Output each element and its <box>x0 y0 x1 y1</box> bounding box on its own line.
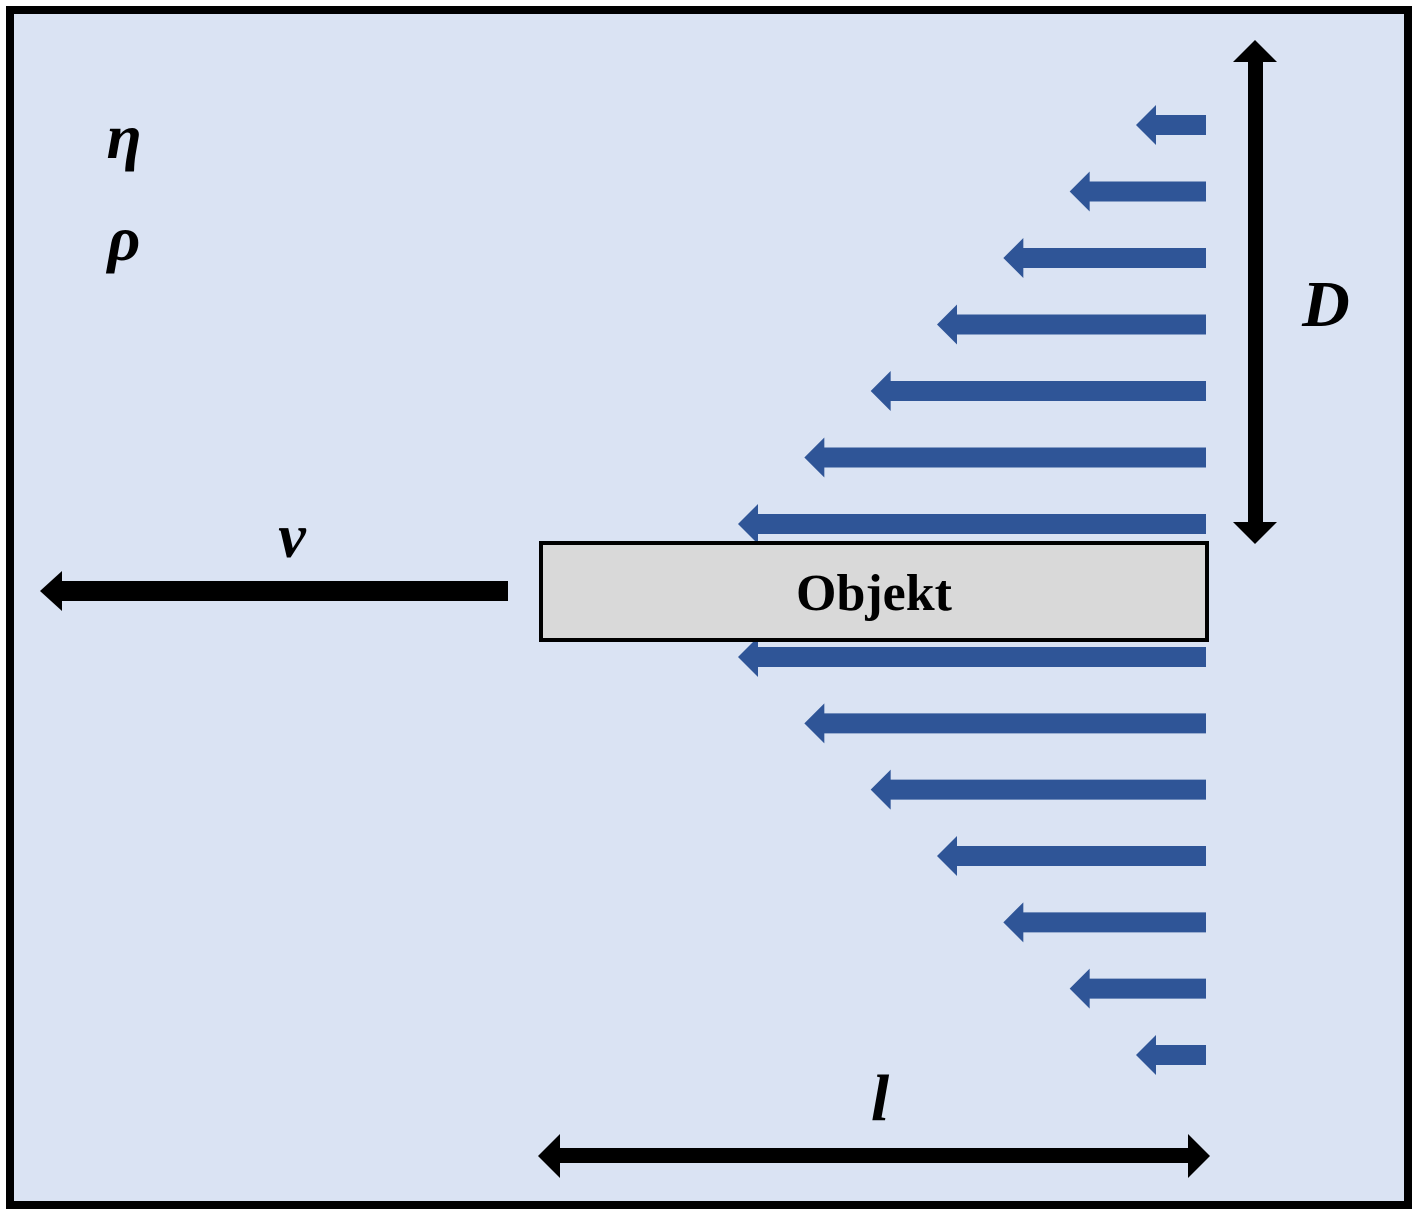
thickness-arrow-head-top <box>1233 40 1277 62</box>
length-dimension-arrow <box>538 1134 1210 1178</box>
flow-arrow-upper-1 <box>1136 105 1206 145</box>
object-plate <box>539 541 1209 642</box>
flow-arrow-lower-5 <box>1003 902 1206 943</box>
length-arrow-head-right <box>1188 1134 1210 1178</box>
object-label: Objekt <box>796 565 953 622</box>
flow-velocity-profile <box>738 105 1206 1075</box>
flow-arrow-upper-5 <box>870 371 1206 411</box>
velocity-arrow-head <box>40 571 62 611</box>
flow-arrow-lower-7 <box>1136 1035 1206 1075</box>
length-label: l <box>871 1062 890 1135</box>
flow-arrow-lower-3 <box>870 769 1206 810</box>
flow-arrow-lower-2 <box>804 703 1206 744</box>
flow-arrow-upper-7 <box>738 504 1206 544</box>
flow-arrow-upper-2 <box>1069 171 1206 212</box>
density-label: ρ <box>106 203 141 274</box>
flow-arrow-lower-6 <box>1069 968 1206 1009</box>
flow-arrow-lower-1 <box>738 637 1206 677</box>
flow-arrow-upper-6 <box>804 437 1206 478</box>
thickness-arrow-shaft <box>1248 58 1263 526</box>
length-arrow-head-left <box>538 1134 560 1178</box>
flow-arrow-upper-4 <box>937 304 1206 345</box>
flow-arrow-upper-3 <box>1003 238 1206 278</box>
velocity-label: v <box>278 503 307 571</box>
velocity-arrow-shaft <box>60 581 508 601</box>
velocity-arrow <box>40 571 508 611</box>
thickness-arrow-head-bottom <box>1233 522 1277 544</box>
length-arrow-shaft <box>558 1148 1190 1163</box>
object: Objekt <box>539 541 1209 642</box>
flow-arrow-lower-4 <box>937 836 1206 876</box>
thickness-label: D <box>1301 268 1350 341</box>
thickness-dimension-arrow <box>1233 40 1277 544</box>
viscosity-label: η <box>106 101 141 172</box>
